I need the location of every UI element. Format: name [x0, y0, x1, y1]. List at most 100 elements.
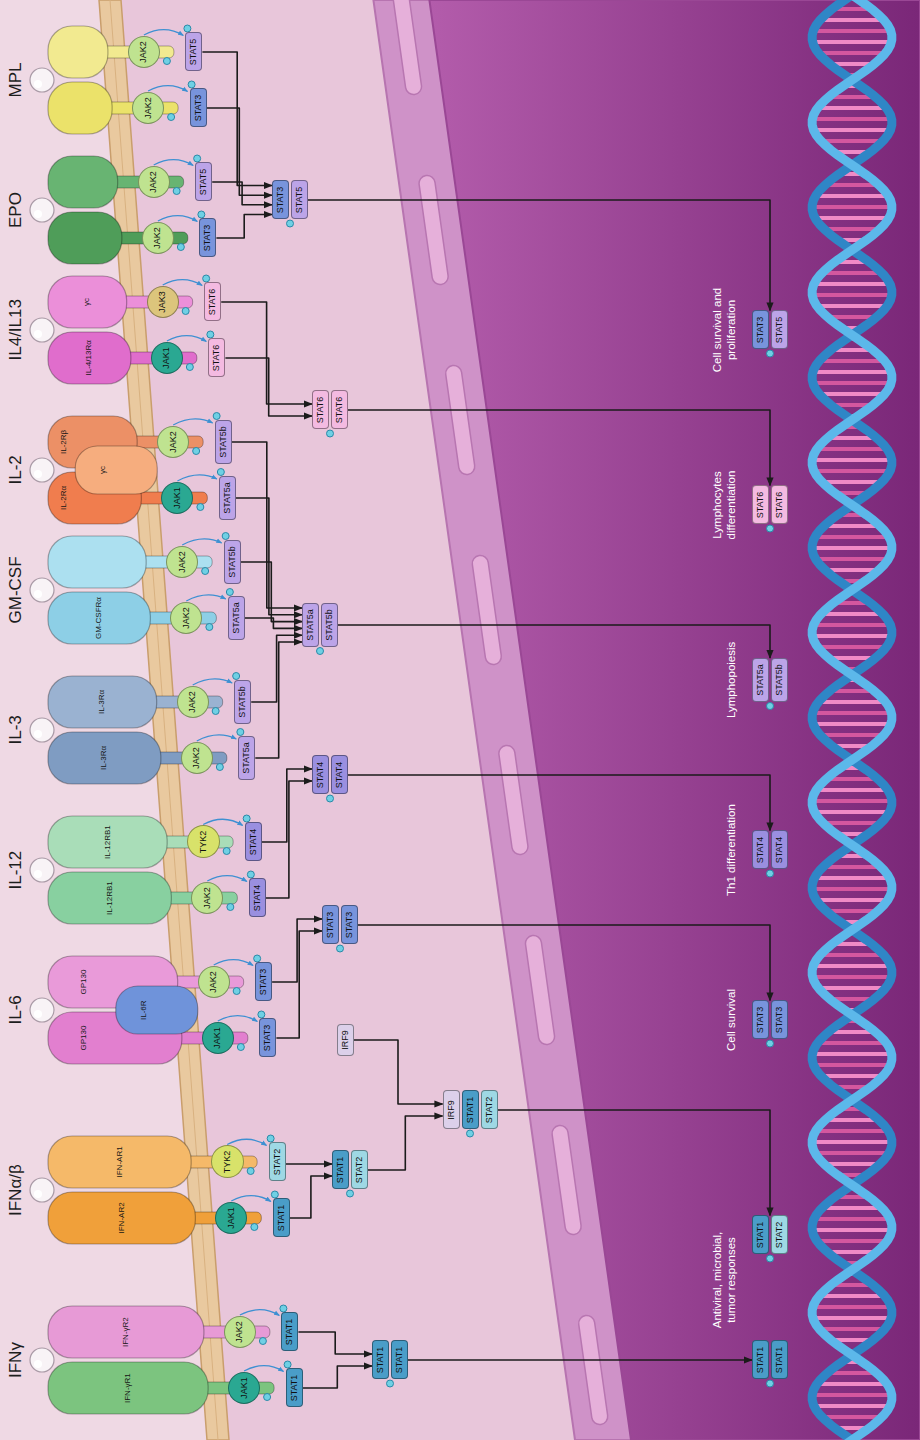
phosphate-dot: [284, 1361, 291, 1368]
phosphate-dot: [227, 904, 234, 911]
nuclear-pore: [391, 0, 422, 96]
dna-strand: [812, 0, 892, 1440]
dna-base-pair: [814, 1217, 890, 1221]
phosphorylation-arrow: [197, 735, 237, 741]
stat-name: STAT5a: [302, 603, 319, 647]
phosphorylation-arrow: [148, 86, 188, 92]
stat-name: STAT6: [331, 391, 348, 430]
receptor-domain: [48, 676, 157, 728]
stat-name: STAT5b: [215, 420, 232, 464]
signal-arrow: [338, 625, 770, 658]
ligand-highlight: [34, 210, 42, 218]
stat-name: STAT3: [771, 1001, 788, 1040]
stat-name: STAT1: [391, 1341, 408, 1380]
stat-box: STAT5a: [228, 596, 245, 640]
receptor-domain: [48, 1362, 208, 1414]
outcome-label: Cell survival and proliferation: [710, 275, 738, 385]
stat-name: STAT3: [259, 1019, 276, 1058]
stat-complex: STAT5aSTAT5b: [302, 603, 338, 647]
phosphate-dot: [213, 413, 220, 420]
dna-base-pair: [813, 381, 891, 385]
phosphate-dot: [287, 220, 294, 227]
kinase-circle: JAK1: [151, 342, 183, 374]
ligand-highlight: [34, 1360, 42, 1368]
signal-arrow: [348, 410, 770, 486]
phosphate-dot: [212, 708, 219, 715]
extracellular-space: [0, 0, 218, 1440]
subunit-label: IFN-γR1: [123, 1373, 133, 1403]
dna-base-pair: [812, 458, 892, 462]
stat-name: STAT5b: [224, 540, 241, 584]
dna-base-pair: [812, 634, 891, 638]
receptor-name: IFNα/β: [6, 1164, 26, 1216]
stat-complex: STAT5aSTAT5b: [752, 658, 788, 702]
stat-box: STAT5: [195, 163, 212, 202]
kinase-circle: JAK2: [198, 966, 230, 998]
stat-name: STAT2: [771, 1216, 788, 1255]
stat-name: STAT5a: [219, 476, 236, 520]
subunit-label: γc: [98, 466, 108, 474]
kinase-circle: JAK2: [191, 882, 223, 914]
kinase-name: JAK2: [148, 171, 159, 193]
ligand-highlight: [34, 590, 42, 598]
stat-name: STAT4: [752, 831, 769, 870]
stat-box: STAT1: [281, 1313, 298, 1352]
dna-base-pair: [813, 370, 891, 374]
stat-name: STAT4: [771, 831, 788, 870]
stat-name: STAT4: [249, 879, 266, 918]
stat-name: STAT5: [185, 33, 202, 72]
stat-name: STAT3: [190, 89, 207, 128]
stat-name: STAT5a: [752, 658, 769, 702]
stat-name: STAT5: [291, 181, 308, 220]
receptor-subunit: [116, 986, 198, 1034]
kinase-circle: TYK2: [211, 1146, 244, 1179]
phosphate-dot: [226, 589, 233, 596]
dna-base-pair: [819, 1327, 885, 1331]
dna-base-pair: [816, 194, 889, 198]
phosphate-dot: [247, 1168, 254, 1175]
dna-base-pair: [820, 18, 884, 22]
receptor-domain: [48, 816, 167, 868]
dna-base-pair: [820, 953, 884, 957]
nuclear-pore: [471, 554, 502, 665]
nuclear-pore: [445, 364, 476, 475]
phosphate-dot: [247, 871, 254, 878]
stat-box: STAT3: [190, 89, 207, 128]
dna-base-pair: [812, 1393, 892, 1397]
nucleus: [429, 0, 920, 1440]
stat-name: IRF9: [443, 1091, 460, 1130]
dna-base-pair: [812, 1140, 892, 1144]
phosphorylation-arrow: [186, 595, 226, 601]
kinase-name: TYK2: [198, 831, 209, 854]
dna-base-pair: [822, 480, 882, 484]
stat-name: STAT3: [255, 963, 272, 1002]
phosphate-dot: [203, 275, 210, 282]
kinase-name: JAK2: [234, 1321, 245, 1343]
signal-arrow: [272, 919, 322, 982]
kinase-circle: JAK2: [166, 546, 198, 578]
signal-arrow: [290, 1176, 332, 1218]
kinase-name: JAK2: [202, 887, 213, 909]
phosphorylation-arrow: [203, 819, 243, 825]
signal-arrow: [354, 1040, 443, 1104]
signal-arrow: [408, 1359, 752, 1361]
kinase-circle: JAK2: [132, 92, 164, 124]
phosphorylation-arrow: [144, 30, 184, 36]
dna-base-pair: [812, 799, 892, 803]
signal-arrow: [286, 1163, 332, 1165]
kinase-circle: JAK3: [147, 286, 179, 318]
stat-complex: STAT3STAT3: [322, 906, 358, 945]
outcome-label: Lymphopoiesis: [724, 642, 738, 718]
subunit-label: IL-2Rβ: [59, 430, 69, 454]
signal-arrow: [498, 1110, 771, 1216]
receptor-domain: [48, 332, 131, 384]
phosphate-dot: [194, 155, 201, 162]
outcome-label: Lymphocytes differentiation: [710, 455, 738, 555]
phosphate-dot: [202, 568, 209, 575]
kinase-name: JAK1: [239, 1377, 250, 1399]
receptor-domain: [48, 82, 112, 134]
outcome-label: Th1 differentiation: [724, 804, 738, 896]
receptor-name: IL-2: [6, 455, 26, 484]
dna-base-pair: [816, 1129, 889, 1133]
stat-complex: STAT4STAT4: [312, 756, 348, 795]
